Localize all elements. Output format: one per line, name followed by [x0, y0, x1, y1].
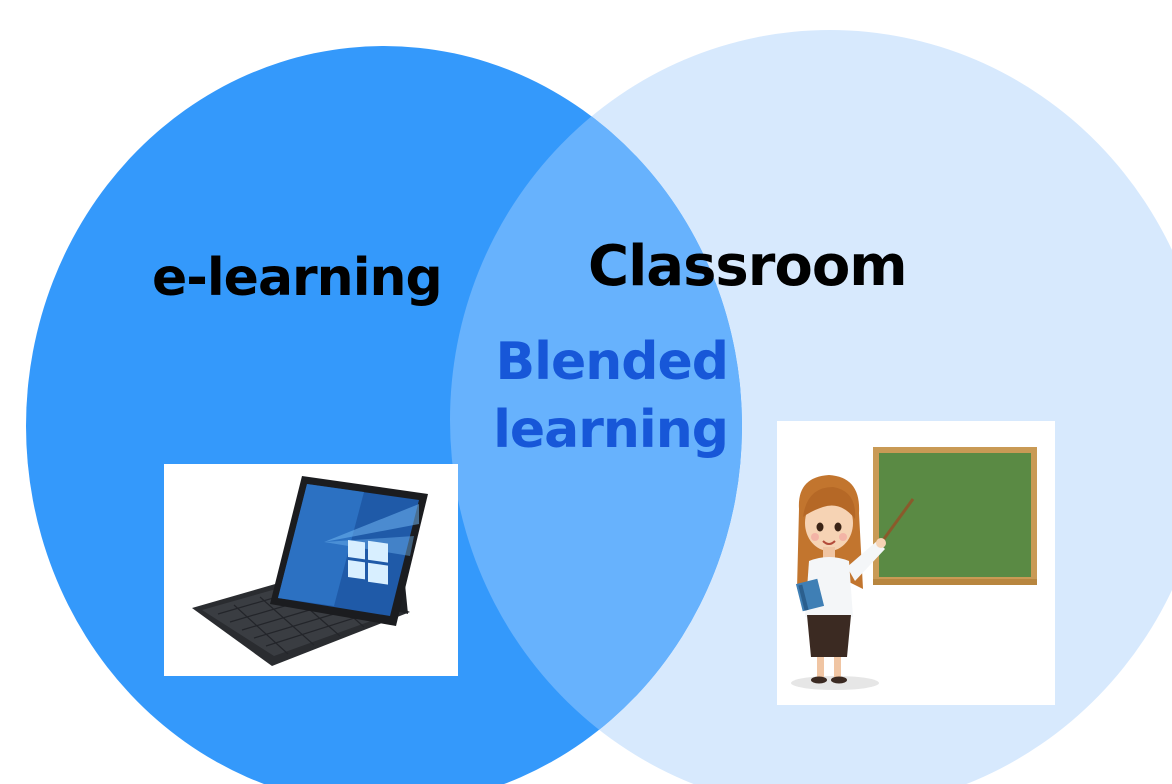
blended-label-line2: learning	[493, 400, 729, 460]
blended-learning-label: Blended learning	[466, 328, 729, 464]
teacher-blackboard-icon	[777, 421, 1055, 705]
tablet-laptop-icon	[164, 464, 458, 676]
classroom-label: Classroom	[588, 234, 908, 299]
elearning-label: e-learning	[152, 248, 443, 308]
intersection-clip	[26, 46, 742, 784]
blended-label-line1: Blended	[495, 332, 729, 392]
